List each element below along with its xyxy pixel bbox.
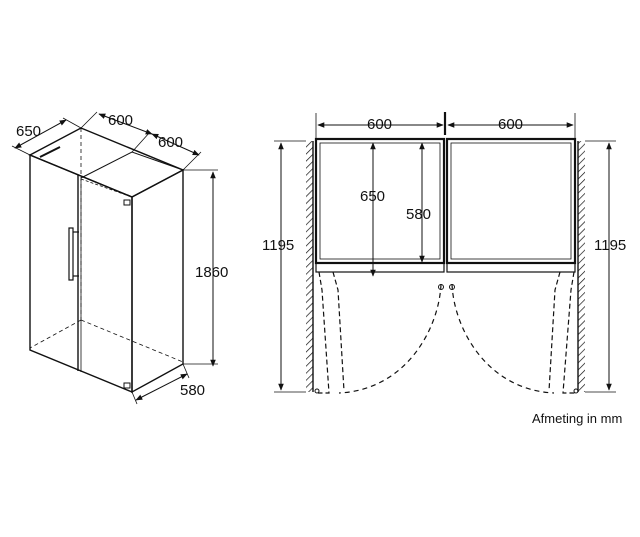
- left-door-swing: [338, 283, 442, 394]
- isometric-fridge: [11, 111, 218, 405]
- dim-plan-depth-inner: 580: [406, 206, 431, 223]
- left-wall: [306, 141, 313, 392]
- dim-plan-width-left: 600: [367, 116, 392, 133]
- dim-plan-width-right: 600: [498, 116, 523, 133]
- left-door-closed: [315, 262, 445, 273]
- dim-height-1860: 1860: [195, 264, 228, 281]
- dim-depth-650: 650: [16, 123, 41, 140]
- dim-clearance-left: 1195: [262, 237, 294, 254]
- plan-view: [274, 112, 616, 394]
- dim-clearance-right: 1195: [594, 237, 626, 254]
- dim-depth-580: 580: [180, 382, 205, 399]
- unit-note: Afmeting in mm: [532, 411, 622, 426]
- door-handle: [68, 227, 74, 281]
- dim-plan-depth-outer: 650: [360, 188, 385, 205]
- right-cabinet: [445, 137, 577, 265]
- right-door-swing: [451, 283, 555, 394]
- dim-width-600-right: 600: [158, 134, 183, 151]
- right-door-closed: [446, 262, 576, 273]
- right-wall: [578, 141, 585, 392]
- dim-width-600-left: 600: [108, 112, 133, 129]
